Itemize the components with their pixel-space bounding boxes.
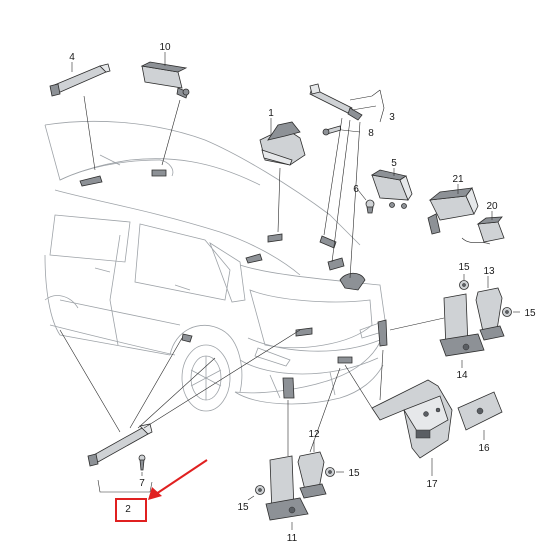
callout-12: 11 xyxy=(287,533,298,544)
callout-3: 3 xyxy=(389,112,395,123)
part-13-bracket xyxy=(475,287,505,341)
part-15-nut-lower-left xyxy=(255,485,265,495)
part-5-sensor-housing xyxy=(370,169,413,209)
part-15-nut-right xyxy=(502,307,512,317)
callout-15-lower-right: 15 xyxy=(348,468,360,479)
callout-15-right: 15 xyxy=(524,308,536,319)
part-20-module xyxy=(476,216,505,243)
callout-14: 14 xyxy=(456,370,468,381)
highlight-arrow-line xyxy=(155,459,208,495)
callout-16: 16 xyxy=(478,443,490,454)
part-16-cover-plate xyxy=(457,391,503,431)
part-7-screw xyxy=(138,454,146,471)
part-15-nut-upper xyxy=(459,280,469,290)
part-12-bracket xyxy=(265,455,309,521)
callout-7: 7 xyxy=(139,478,145,489)
highlight-callout-2 xyxy=(115,459,208,522)
callout-11: 12 xyxy=(308,429,320,440)
part-3-rail-sensor xyxy=(309,83,363,121)
part-15-nut-lower-right xyxy=(325,467,335,477)
part-6-clip xyxy=(365,199,375,214)
callout-13: 13 xyxy=(483,266,495,277)
callout-15-upper: 15 xyxy=(458,262,470,273)
highlight-box xyxy=(115,498,147,522)
part-17-mounting-bracket xyxy=(371,379,453,459)
part-2-sensor-bar xyxy=(87,423,153,467)
callout-8: 8 xyxy=(368,128,374,139)
callout-6: 6 xyxy=(353,184,359,195)
vehicle-outline xyxy=(44,120,388,412)
callout-1: 1 xyxy=(268,108,274,119)
callout-labels: 4 10 1 3 8 5 6 21 20 15 13 15 14 16 17 1… xyxy=(69,42,536,544)
callout-17: 17 xyxy=(426,479,438,490)
callout-5: 5 xyxy=(391,158,397,169)
highlight-arrow-head xyxy=(148,487,162,500)
part-21-control-unit xyxy=(427,187,491,245)
callout-4: 4 xyxy=(69,52,75,63)
callout-2: 2 xyxy=(125,504,131,515)
part-1-roof-antenna xyxy=(259,121,306,166)
callout-10: 10 xyxy=(159,42,171,53)
part-14-bracket xyxy=(439,293,485,357)
callout-15-lower-left: 15 xyxy=(237,502,249,513)
part-10-module xyxy=(140,61,190,99)
part-11-bracket xyxy=(297,451,327,499)
callout-21: 21 xyxy=(452,174,464,185)
part-8-screw xyxy=(322,125,342,136)
callout-20: 20 xyxy=(486,201,498,212)
leader-lines xyxy=(59,52,520,530)
part-4-sensor-bar xyxy=(49,63,111,97)
